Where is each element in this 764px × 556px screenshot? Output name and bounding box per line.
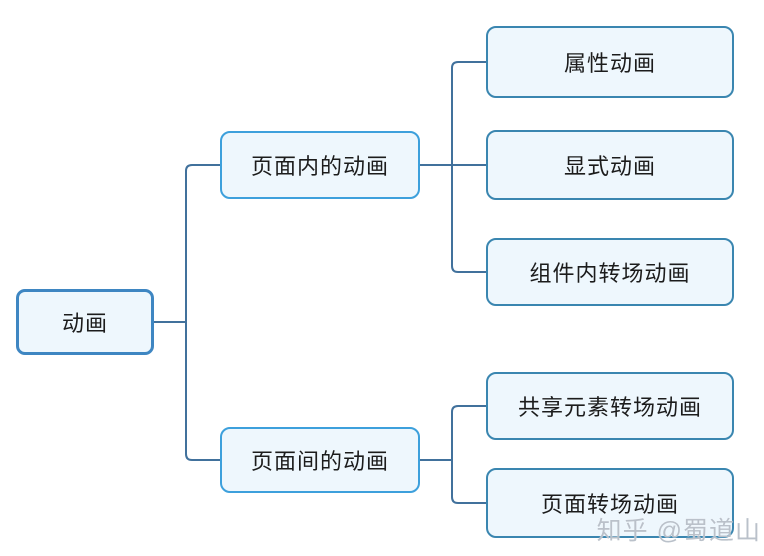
node-branch-in-page-animation[interactable]: 页面内的动画: [220, 131, 420, 199]
connector-branch2-leaf2: [451, 460, 486, 504]
node-label: 显式动画: [563, 154, 656, 179]
node-label: 共享元素转场动画: [517, 395, 702, 420]
node-leaf-page-transition-animation[interactable]: 页面转场动画: [486, 468, 734, 538]
node-label: 页面转场动画: [540, 492, 679, 517]
connector-root-branch2: [185, 322, 220, 461]
connector-root-branch1: [185, 164, 220, 322]
node-leaf-component-transition-animation[interactable]: 组件内转场动画: [486, 238, 734, 306]
node-label: 组件内转场动画: [529, 261, 691, 286]
node-label: 页面内的动画: [250, 154, 389, 179]
connector-branch1-leaf1: [451, 61, 486, 165]
connector-branch2-leaf1: [451, 405, 486, 460]
node-leaf-property-animation[interactable]: 属性动画: [486, 26, 734, 98]
node-label: 属性动画: [563, 51, 656, 76]
node-branch-between-page-animation[interactable]: 页面间的动画: [220, 427, 420, 493]
node-label: 动画: [61, 311, 108, 336]
node-label: 页面间的动画: [250, 449, 389, 474]
node-leaf-explicit-animation[interactable]: 显式动画: [486, 130, 734, 200]
node-leaf-shared-element-transition-animation[interactable]: 共享元素转场动画: [486, 372, 734, 440]
connector-branch1-leaf3: [451, 165, 486, 273]
node-root-animation[interactable]: 动画: [16, 289, 154, 355]
